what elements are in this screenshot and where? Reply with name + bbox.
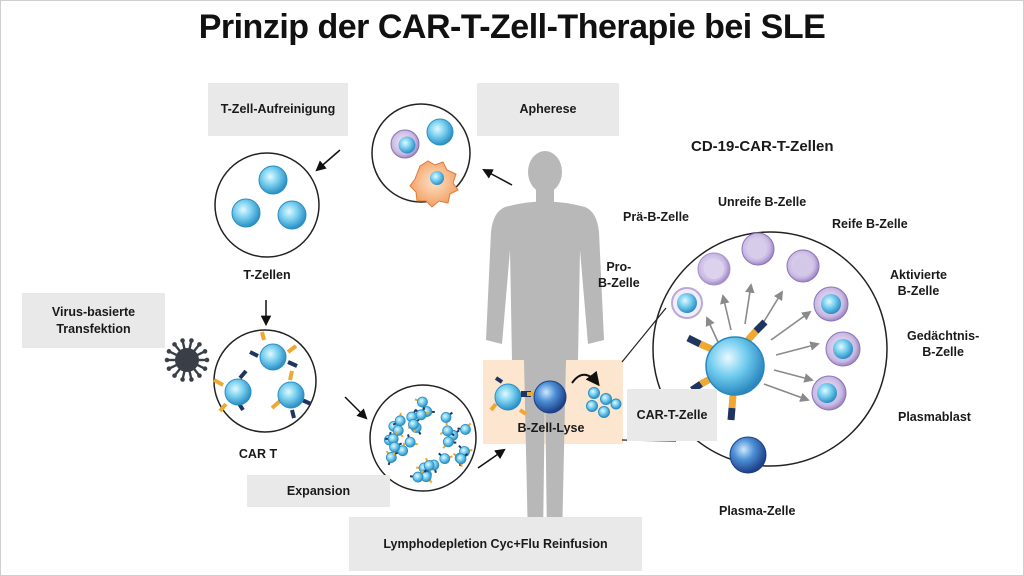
virus-spike-tip bbox=[202, 349, 208, 354]
expanded-car-t-cell bbox=[389, 441, 400, 453]
label-gedaechtnis-b-zelle: Gedächtnis- B-Zelle bbox=[907, 329, 980, 360]
apherese-cells bbox=[390, 118, 459, 208]
virus-spike-tip bbox=[204, 357, 210, 363]
virus-spike-tip bbox=[172, 373, 177, 378]
expanded-car-t-cell bbox=[440, 412, 452, 423]
arrow-to-apherese bbox=[482, 169, 513, 186]
virus-spike-tip bbox=[172, 342, 177, 347]
virus-spike-tip bbox=[180, 377, 185, 382]
lysis-label: B-Zell-Lyse bbox=[517, 421, 585, 435]
label-pro-b-zelle: Pro- B-Zelle bbox=[598, 260, 640, 291]
label-reife-b-zelle: Reife B-Zelle bbox=[832, 217, 908, 231]
expanded-car-t-cell bbox=[394, 415, 406, 427]
expansion-cells bbox=[383, 396, 473, 484]
expanded-car-t-cell bbox=[455, 453, 467, 465]
expansion-circle bbox=[369, 384, 477, 492]
detail-b-cells bbox=[671, 232, 861, 474]
expanded-car-t-cell bbox=[442, 425, 454, 437]
expanded-car-t-cell bbox=[417, 396, 428, 408]
step-transfektion-box: Virus-basierte Transfektion bbox=[22, 293, 165, 348]
virus-core bbox=[175, 348, 199, 372]
t-zellen-circle bbox=[214, 152, 320, 258]
label-unreife-b-zelle: Unreife B-Zelle bbox=[718, 195, 807, 209]
label-plasmablast: Plasmablast bbox=[898, 410, 971, 424]
step-apherese-box: Apherese bbox=[477, 83, 619, 136]
virus-spike-tip bbox=[166, 366, 172, 371]
car-t-zelle-box: CAR-T-Zelle bbox=[627, 389, 717, 441]
expanded-car-t-cell bbox=[442, 436, 454, 448]
label-plasma-zelle: Plasma-Zelle bbox=[719, 504, 796, 518]
expanded-car-t-cell bbox=[412, 471, 424, 483]
car-t-cells bbox=[213, 331, 312, 419]
virus-spike-tip bbox=[197, 342, 202, 347]
virus-spike-tip bbox=[164, 357, 170, 363]
label-aktivierte-b-zelle: Aktivierte B-Zelle bbox=[890, 268, 947, 299]
arrow-to-expansion bbox=[344, 396, 368, 420]
virus-spike-tip bbox=[189, 377, 194, 382]
virus-spike-tip bbox=[180, 338, 185, 343]
car-t-big-cell bbox=[705, 336, 765, 396]
step-expansion-box: Expansion bbox=[247, 475, 390, 507]
arrow-to-t-zellen bbox=[315, 149, 341, 172]
car-t-circle bbox=[213, 329, 317, 433]
expanded-car-t-cell bbox=[423, 460, 435, 471]
virus-spike-tip bbox=[166, 349, 172, 354]
t-zellen-label: T-Zellen bbox=[243, 268, 291, 282]
lysis-illustration bbox=[489, 370, 622, 418]
label-prae-b-zelle: Prä-B-Zelle bbox=[623, 210, 689, 224]
virus-spike-tip bbox=[202, 366, 208, 371]
detail-heading: CD-19-CAR-T-Zellen bbox=[691, 138, 834, 155]
step-lymphodepletion-box: Lymphodepletion Cyc+Flu Reinfusion bbox=[349, 517, 642, 571]
arrow-to-reinfusion bbox=[477, 448, 506, 469]
zoom-line-top bbox=[621, 307, 667, 363]
expanded-car-t-cell bbox=[404, 436, 416, 448]
expanded-car-t-cell bbox=[415, 409, 427, 421]
page-title: Prinzip der CAR-T-Zell-Therapie bei SLE bbox=[198, 8, 826, 46]
virus-spike-tip bbox=[189, 338, 194, 343]
expanded-car-t-cell bbox=[460, 424, 471, 435]
expanded-car-t-cell bbox=[439, 453, 451, 465]
car-t-label: CAR T bbox=[238, 447, 278, 461]
body-silhouette-icon bbox=[486, 151, 604, 540]
virus-spike-tip bbox=[197, 373, 202, 378]
t-zellen-cells bbox=[231, 165, 307, 230]
expanded-car-t-cell bbox=[408, 419, 419, 430]
virus-icon bbox=[164, 338, 210, 382]
step-aufreinigung-box: T-Zell-Aufreinigung bbox=[208, 83, 348, 136]
